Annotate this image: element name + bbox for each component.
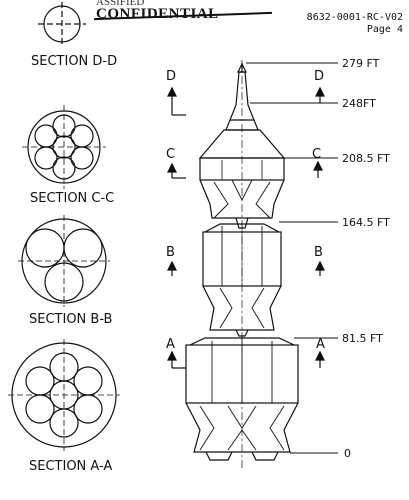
reference-number: 8632-0001-RC-V02 (306, 12, 403, 23)
document-reference: 8632-0001-RC-V02 Page 4 (307, 12, 403, 36)
cut-marker-c-right: C (312, 147, 323, 178)
cut-marker-b-right: B (314, 245, 325, 276)
section-d-d-view: SECTION D-D (31, 2, 117, 69)
section-d-d-label: SECTION D-D (31, 54, 117, 69)
station-208-label: 208.5 FT (342, 152, 390, 165)
station-0-label: 0 (344, 447, 351, 460)
cut-marker-c-left: C (166, 147, 186, 179)
section-c-c-view: SECTION C-C (22, 105, 114, 206)
section-a-a-view: SECTION A-A (8, 339, 120, 474)
first-stage (185, 337, 299, 461)
section-b-b-view: SECTION B-B (18, 215, 112, 327)
cut-marker-a-right: A (315, 337, 325, 368)
svg-text:B: B (314, 245, 323, 260)
station-164-label: 164.5 FT (342, 216, 390, 229)
second-stage (202, 223, 282, 337)
vehicle-side-view (185, 60, 338, 470)
station-248-label: 248FT (342, 97, 376, 110)
svg-text:B: B (166, 245, 175, 260)
classification-faint: ASSIFIED (96, 0, 145, 8)
cut-marker-d-right: D (314, 69, 325, 103)
station-81-label: 81.5 FT (342, 332, 383, 345)
section-a-a-label: SECTION A-A (29, 459, 112, 474)
section-b-b-label: SECTION B-B (29, 312, 112, 327)
cut-marker-b-left: B (166, 245, 177, 276)
svg-text:D: D (166, 69, 176, 84)
svg-text:A: A (316, 337, 325, 352)
page-number: Page 4 (366, 24, 403, 35)
svg-text:D: D (314, 69, 324, 84)
svg-text:C: C (312, 147, 321, 162)
svg-text:A: A (166, 337, 175, 352)
svg-text:C: C (166, 147, 175, 162)
station-279-label: 279 FT (342, 57, 380, 70)
cut-marker-d-left: D (166, 69, 186, 116)
cut-marker-a-left: A (166, 337, 186, 369)
section-c-c-label: SECTION C-C (30, 191, 114, 206)
